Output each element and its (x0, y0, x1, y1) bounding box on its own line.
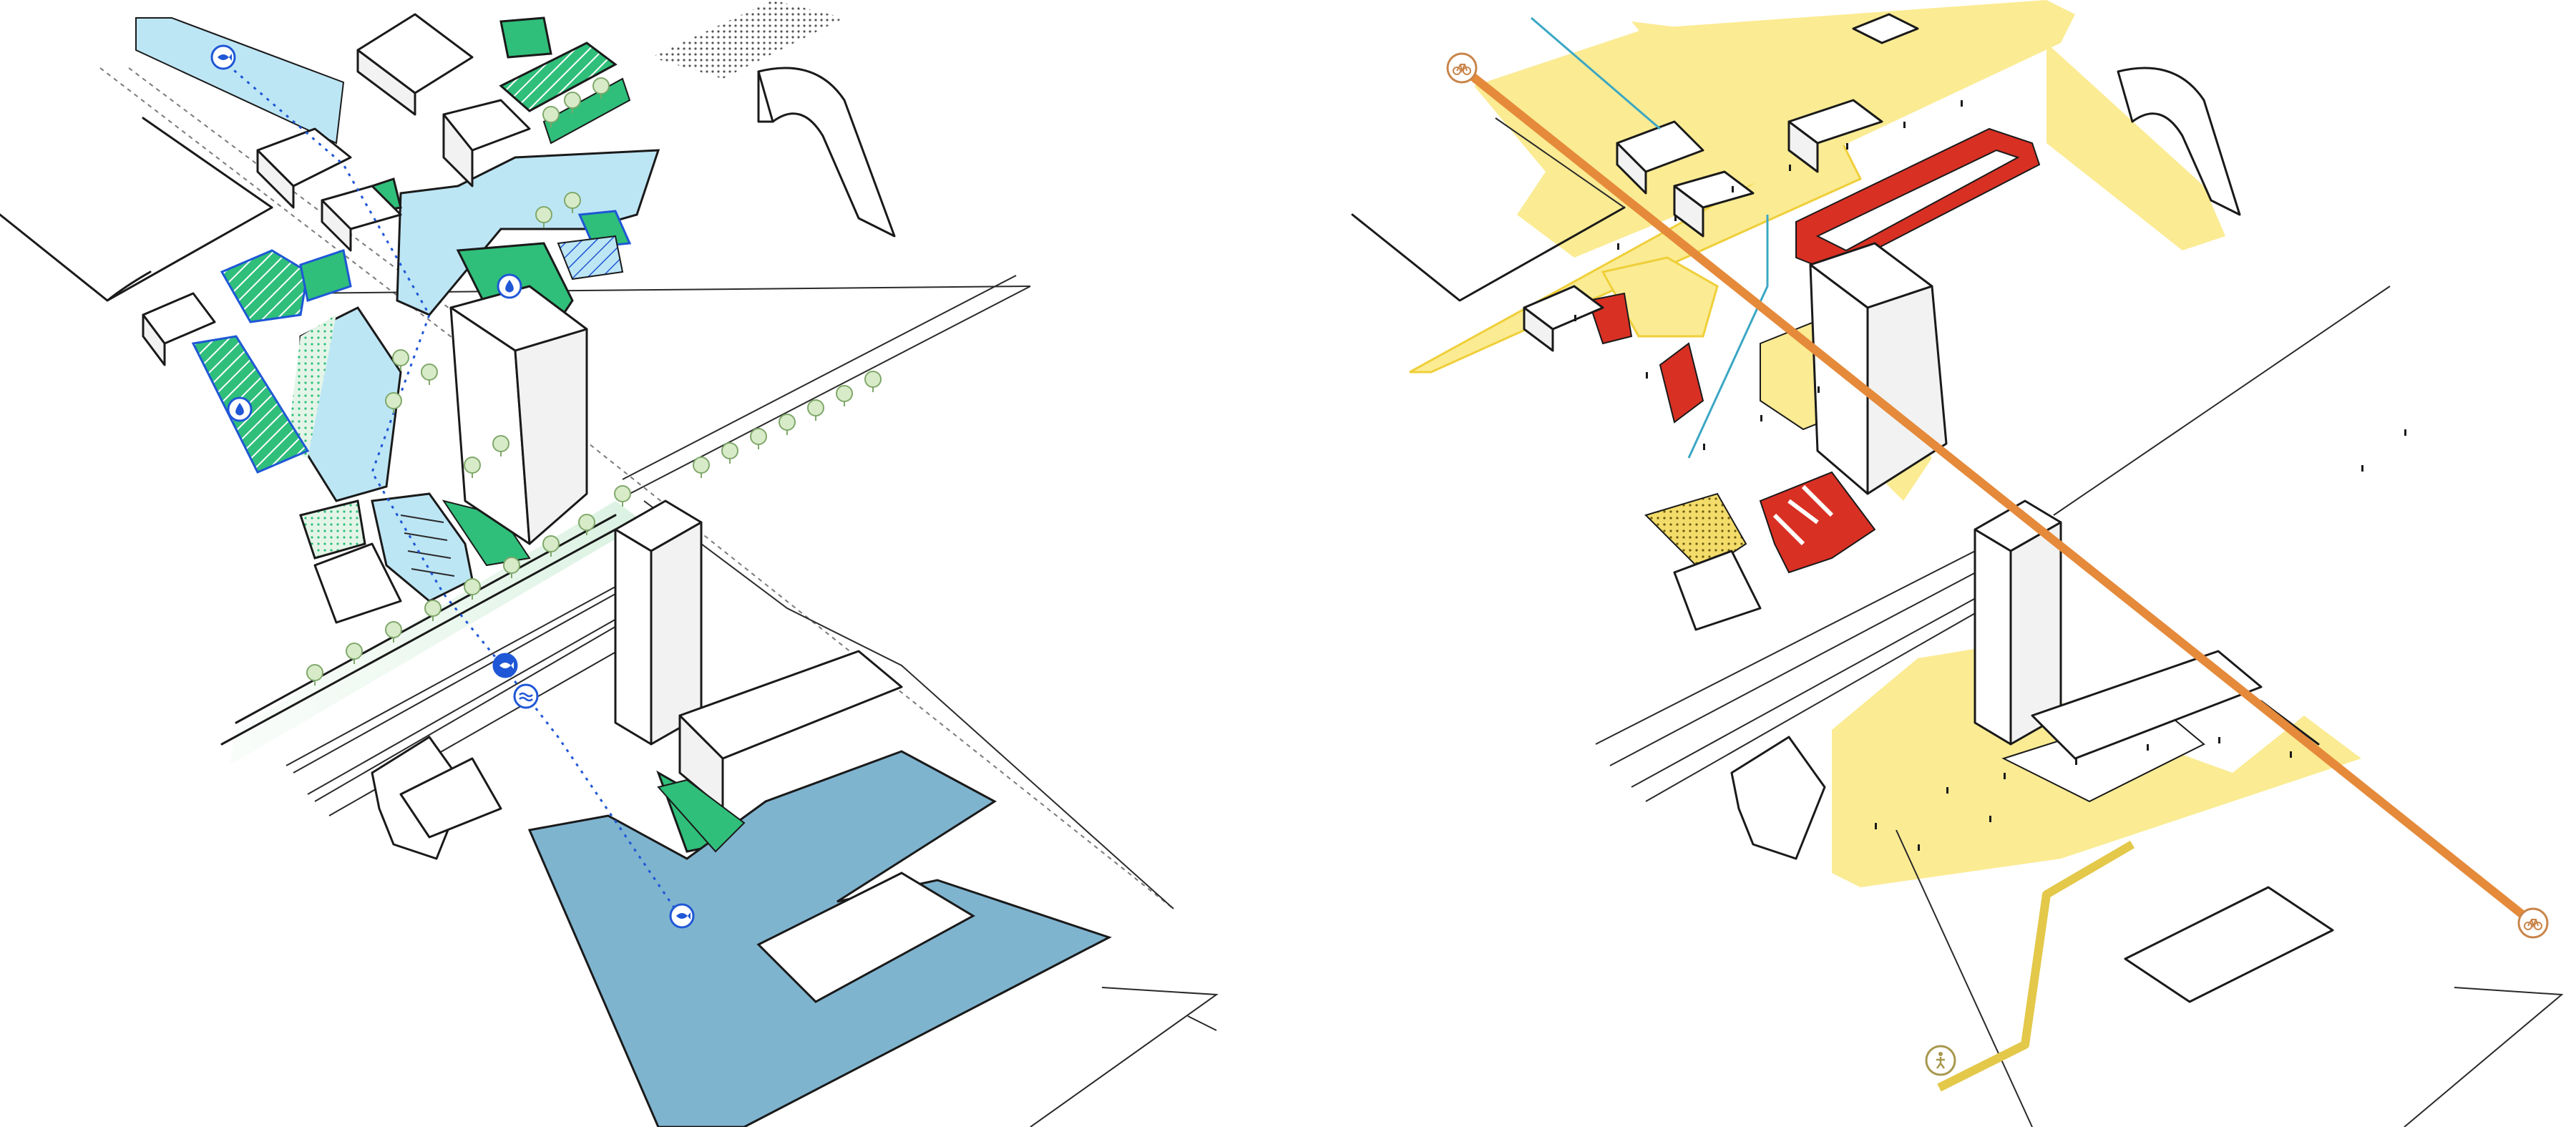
person-marker (2147, 744, 2149, 751)
pier (756, 872, 976, 1003)
person-marker (1903, 122, 1906, 128)
icon-fish-3 (669, 903, 695, 929)
arch-bridge-right (2117, 67, 2241, 216)
people-markers (1574, 100, 2406, 851)
person-marker (1674, 215, 1677, 221)
tree-icon (346, 643, 363, 664)
icon-pedestrian (1925, 1045, 1956, 1076)
canal-greenbank (286, 315, 336, 458)
textured-plaza (651, 0, 844, 79)
bike-route (1458, 64, 2537, 927)
tree-icon (614, 485, 631, 507)
tree-icon (421, 364, 438, 385)
water-and-green-panel (0, 0, 1219, 1127)
person-marker (1574, 315, 1576, 321)
tree-icon (578, 514, 595, 535)
icon-wave (513, 683, 539, 709)
tree-icon (542, 106, 560, 127)
person-marker (2004, 773, 2006, 779)
icon-bike-start (1446, 52, 1478, 84)
person-marker (1760, 415, 1762, 421)
icon-fish-1 (210, 44, 236, 70)
person-marker (2404, 429, 2406, 436)
tree-icon (492, 435, 509, 457)
tree-icon (750, 428, 767, 449)
person-marker (2361, 465, 2363, 472)
buildings-right (1523, 13, 2334, 1003)
person-marker (1875, 823, 1877, 829)
tree-icon (385, 392, 402, 414)
buildings (142, 13, 903, 860)
watercourse-line (1531, 16, 1769, 459)
person-marker (1918, 844, 1920, 851)
tree-icon (807, 399, 824, 421)
person-marker (2218, 737, 2220, 743)
street-trees (306, 77, 882, 686)
tree-icon (564, 192, 581, 213)
person-marker (1617, 243, 1619, 250)
icon-drop-1 (497, 273, 522, 299)
upper-canal (135, 17, 345, 145)
icon-drop-2 (227, 396, 253, 422)
arch-bridge (757, 67, 896, 238)
person-marker (1946, 787, 1948, 794)
person-marker (2290, 751, 2292, 758)
icon-fish-2 (492, 653, 518, 678)
tree-icon (779, 414, 796, 435)
water-flow-line (214, 52, 681, 917)
wave-icon (513, 683, 539, 709)
tree-icon (385, 621, 402, 643)
tree-icon (464, 457, 481, 478)
tree-icon (564, 92, 581, 113)
tree-icon (836, 385, 853, 406)
tree-icon (464, 578, 481, 600)
harbour-steps-green (657, 779, 746, 853)
pedestrian-path (1937, 840, 2135, 1092)
person-marker (1703, 444, 1705, 450)
tree-icon (721, 442, 738, 464)
icon-bike-end (2517, 907, 2549, 939)
street-linework-right (1351, 117, 2564, 1127)
person-marker (1646, 372, 1648, 379)
tree-icon (424, 600, 441, 621)
person-marker (1989, 816, 1991, 822)
person-marker (1846, 143, 1848, 150)
tree-icon (542, 535, 560, 557)
tree-icon (864, 371, 882, 392)
tree-icon (503, 557, 520, 578)
person-marker (1818, 386, 1820, 393)
person-marker (1961, 100, 1963, 107)
tree-icon (306, 664, 323, 686)
greenway-band (229, 501, 644, 766)
public-space-and-mobility-panel (1351, 0, 2564, 1127)
tree-icon (535, 206, 552, 228)
person-marker (1789, 165, 1791, 171)
tree-icon (592, 77, 610, 99)
person-marker (2075, 758, 2077, 765)
tree-icon (693, 457, 710, 478)
tree-icon (392, 349, 409, 371)
person-marker (1732, 186, 1734, 192)
